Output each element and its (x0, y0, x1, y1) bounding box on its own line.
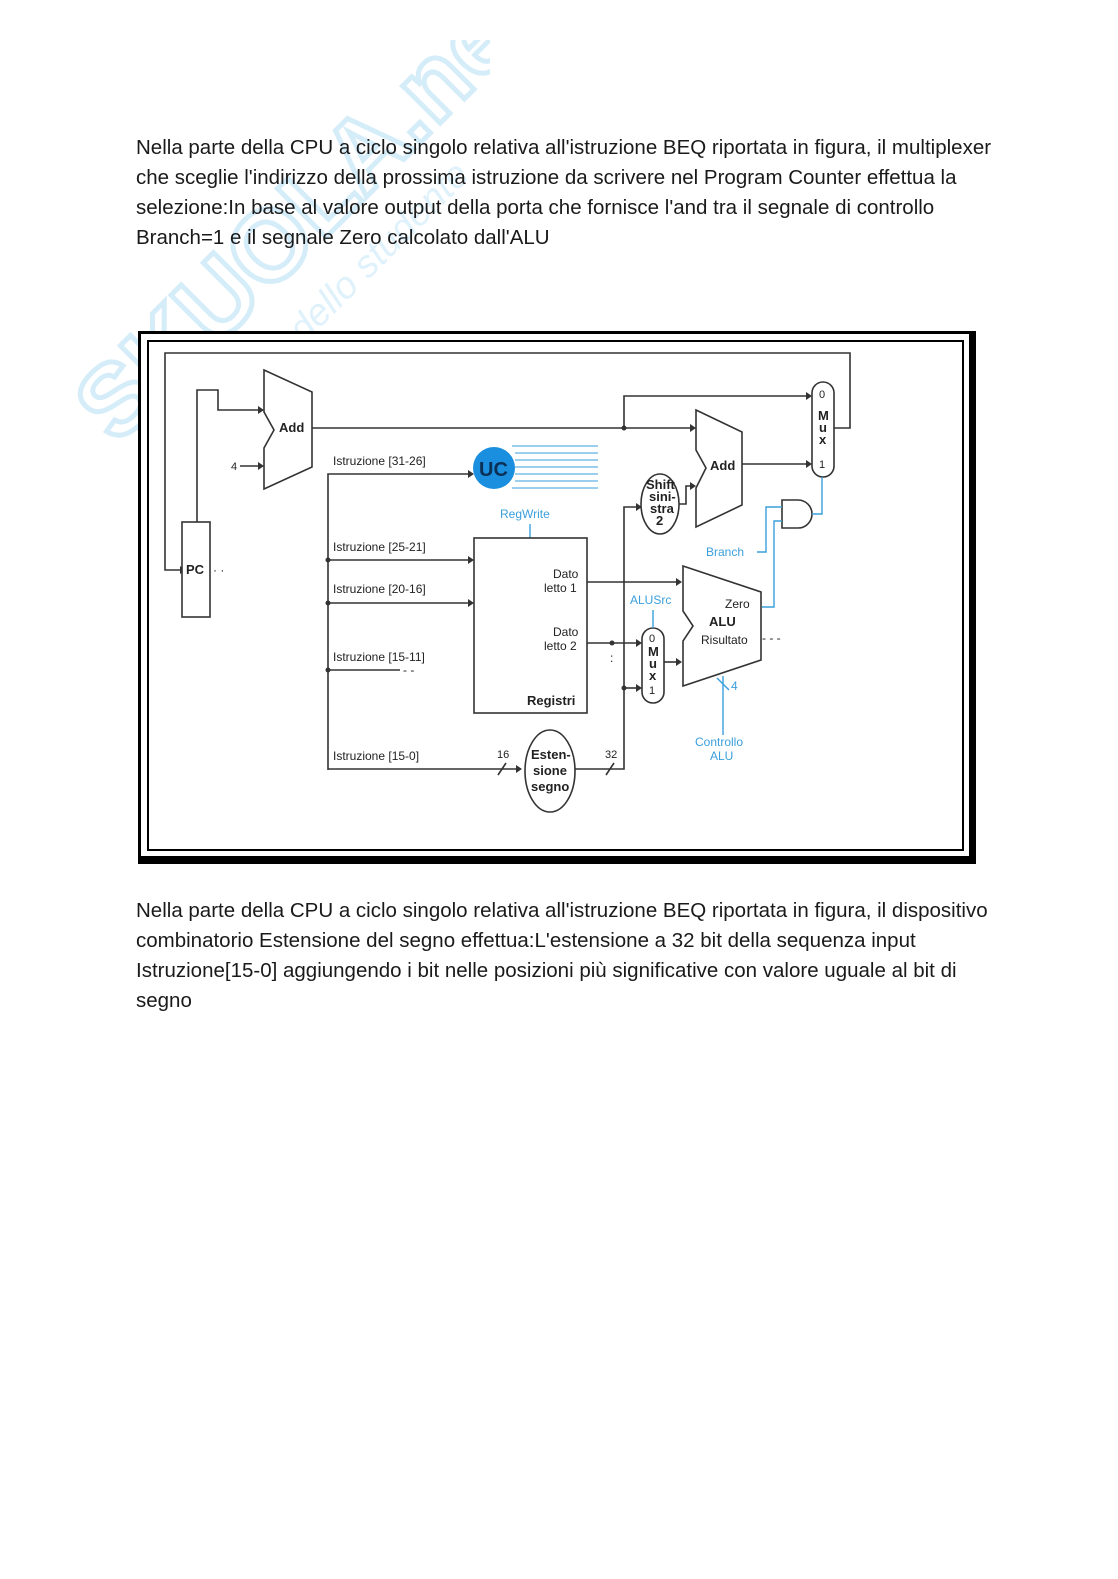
svg-text:4: 4 (731, 679, 738, 693)
adder-pc-label: Add (279, 420, 304, 435)
and-gate (781, 499, 813, 529)
svg-text:stra: stra (650, 501, 675, 516)
svg-text:ALU: ALU (710, 749, 733, 763)
svg-text:letto 2: letto 2 (544, 639, 577, 653)
question-paragraph-2: Nella parte della CPU a ciclo singolo re… (136, 899, 988, 1012)
alu-unit (682, 564, 762, 688)
svg-text:u: u (649, 656, 657, 671)
wire-pc-to-add (196, 389, 262, 522)
svg-text:segno: segno (531, 779, 569, 794)
zero-label: Zero (725, 597, 750, 611)
svg-text:32: 32 (605, 749, 617, 761)
svg-text:x: x (649, 668, 657, 683)
mux-pc-select (811, 381, 835, 478)
svg-text:1: 1 (819, 459, 825, 471)
question-paragraph-1: Nella parte della CPU a ciclo singolo re… (136, 136, 992, 249)
svg-text:2: 2 (656, 513, 663, 528)
svg-text:Shift: Shift (646, 477, 676, 492)
adder-pc (263, 368, 313, 491)
figure-inner-border (147, 340, 964, 851)
instr-15-11-label: Istruzione [15-11] (333, 650, 425, 664)
svg-text:0: 0 (649, 633, 655, 645)
constant-four-label: 4 (231, 461, 237, 473)
svg-text:sione: sione (533, 763, 567, 778)
svg-text:- -: - - (403, 663, 414, 677)
control-unit-label: UC (479, 459, 508, 481)
adder-branch (695, 408, 743, 529)
branch-label: Branch (706, 545, 744, 559)
svg-text:16: 16 (497, 749, 509, 761)
pc-register (181, 521, 211, 618)
instr-15-0-label: Istruzione [15-0] (333, 749, 419, 763)
alu-label: ALU (709, 614, 736, 629)
instr-31-26-label: Istruzione [31-26] (333, 454, 426, 468)
register-file-label: Registri (527, 693, 575, 708)
svg-text:0: 0 (819, 389, 825, 401)
sign-extend-unit (524, 729, 576, 813)
wire-add-to-mux (623, 395, 810, 428)
svg-text:1: 1 (649, 685, 655, 697)
svg-text:u: u (819, 420, 827, 435)
svg-text:M: M (648, 644, 659, 659)
svg-text:- - -: - - - (762, 631, 781, 645)
wire-mux-to-pc (164, 352, 851, 571)
pc-label: PC (186, 562, 205, 577)
svg-text:Esten-: Esten- (531, 747, 571, 762)
svg-text:sini-: sini- (649, 489, 676, 504)
control-unit (473, 447, 515, 489)
svg-text:Dato: Dato (553, 567, 579, 581)
instr-25-21-label: Istruzione [25-21] (333, 540, 426, 554)
adder-branch-label: Add (710, 458, 735, 473)
alusrc-label: ALUSrc (630, 593, 671, 607)
svg-text:Dato: Dato (553, 625, 579, 639)
svg-text::: : (610, 651, 613, 665)
regwrite-label: RegWrite (500, 507, 550, 521)
alu-control-label: Controllo (695, 735, 743, 749)
svg-text:· ·: · · (213, 563, 224, 577)
instr-20-16-label: Istruzione [20-16] (333, 582, 426, 596)
risultato-label: Risultato (701, 633, 748, 647)
svg-text:x: x (819, 432, 827, 447)
svg-text:letto 1: letto 1 (544, 581, 577, 595)
svg-text:M: M (818, 408, 829, 423)
register-file (473, 537, 588, 714)
